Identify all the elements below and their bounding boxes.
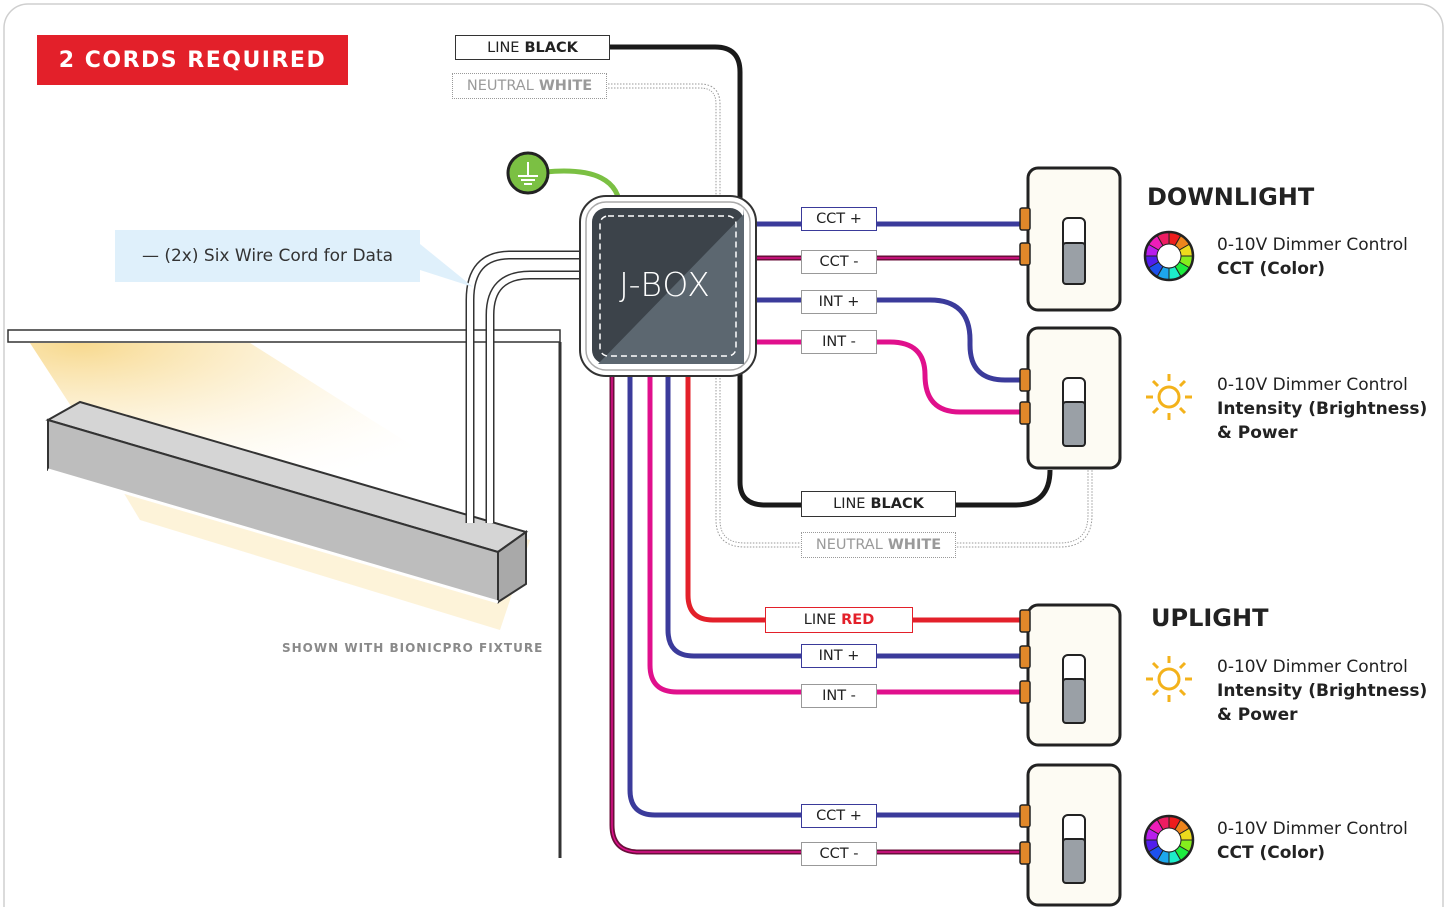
dimmer-switch-icon [1019, 166, 1122, 312]
outer-frame [3, 3, 1444, 907]
up-cct-plus-label: CCT + [801, 804, 877, 828]
jbox-label: J-BOX [619, 265, 711, 304]
downlight-intensity-description: 0-10V Dimmer Control Intensity (Brightne… [1217, 375, 1428, 443]
uplight-heading: UPLIGHT [1151, 604, 1269, 632]
ceiling [7, 329, 561, 343]
callout-pointer [420, 244, 473, 287]
uplight-cct-description: 0-10V Dimmer Control CCT (Color) [1217, 819, 1408, 863]
cords-required-banner: 2 CORDS REQUIRED [37, 35, 348, 85]
up-int-plus-label: INT + [801, 644, 877, 668]
fixture-caption: SHOWN WITH BIONICPRO FIXTURE [282, 641, 544, 655]
fixture-end [497, 530, 527, 604]
sun-icon [1146, 656, 1192, 702]
up-int-minus-wire [647, 372, 1022, 695]
color-wheel-icon [1143, 814, 1195, 866]
color-wheel-icon [1143, 230, 1195, 282]
down-int-plus-wire [748, 297, 1022, 383]
up-int-plus-wire [665, 372, 1022, 659]
data-cord-callout: — (2x) Six Wire Cord for Data [115, 230, 420, 282]
up-cct-plus-wire [627, 372, 1022, 818]
downlight-cct-description: 0-10V Dimmer Control CCT (Color) [1217, 235, 1408, 279]
uplight-intensity-description: 0-10V Dimmer Control Intensity (Brightne… [1217, 657, 1428, 725]
down-int-minus-wire [748, 339, 1022, 415]
downlight-heading: DOWNLIGHT [1147, 183, 1315, 211]
up-cct-minus-label: CCT - [801, 842, 877, 866]
down-int-minus-label: INT - [801, 330, 877, 354]
down-int-plus-label: INT + [801, 290, 877, 314]
load-line-black [737, 360, 1053, 508]
ground-icon [506, 151, 550, 195]
dimmer-switch-icon [1019, 603, 1122, 747]
up-line-red-wire [685, 372, 1022, 623]
down-cct-plus-label: CCT + [801, 207, 877, 231]
supply-line-black [610, 44, 743, 220]
dimmer-switch-icon [1019, 326, 1122, 470]
dimmer-switch-icon [1019, 763, 1122, 907]
down-cct-minus-label: CCT - [801, 250, 877, 274]
fixture-glow [30, 343, 530, 520]
sun-icon [1146, 374, 1192, 420]
jbox [579, 195, 757, 377]
up-int-minus-label: INT - [801, 684, 877, 708]
